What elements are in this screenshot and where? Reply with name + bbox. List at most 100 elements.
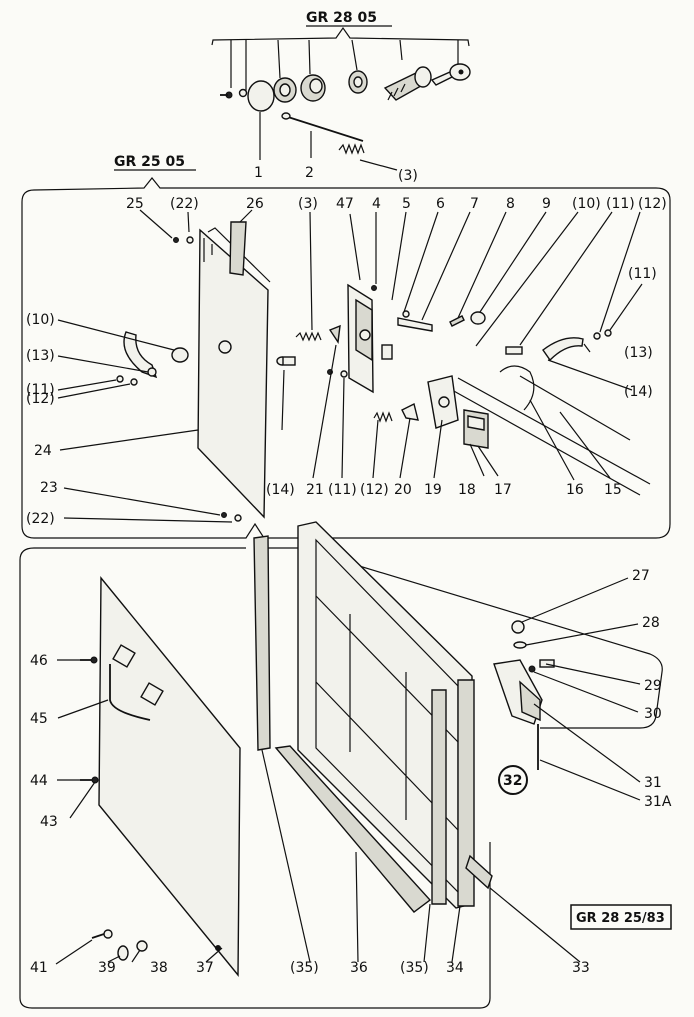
part-label-47: 47 [336,196,354,212]
ring-part [348,70,368,94]
screw-23 [221,512,227,518]
lock-cylinder [383,66,432,101]
washer-12-left [130,378,138,386]
middle-assembly-group: GR 25 05 [21,154,671,539]
part-label-43: 43 [40,814,58,830]
strike-plate-17 [463,409,489,449]
part-label-14b: (14) [266,482,295,498]
bolt-41 [91,929,113,939]
washer-39 [117,945,129,961]
nut-38 [136,940,148,952]
part-label-27: 27 [632,568,650,584]
part-label-25: 25 [126,196,144,212]
part-label-5: 5 [402,196,411,212]
part-label-23: 23 [40,480,58,496]
part-label-17: 17 [494,482,512,498]
bottom-seal-strip [274,745,432,913]
part-label-28: 28 [642,615,660,631]
knob-9 [470,311,486,325]
lever-handle-left [123,331,158,379]
small-spring [338,143,365,155]
part-label-33: 33 [572,960,590,976]
part-label-38: 38 [150,960,168,976]
part-label-16: 16 [566,482,584,498]
lever-handle-right [542,337,584,362]
key-icon [430,63,471,86]
part-label-37: 37 [196,960,214,976]
part-label-3: (3) [398,168,418,184]
inner-door-panel [197,227,271,519]
part-label-4: 4 [372,196,381,212]
vertical-seal-strip [253,535,271,751]
part-label-8: 8 [506,196,515,212]
part-label-11d: (11) [328,482,357,498]
mid-group-title: GR 25 05 [114,154,185,170]
top-assembly-group: GR 28 05 [211,10,471,184]
hinge-bracket-31 [493,659,543,725]
screw-4 [371,285,377,291]
part-label-35b: (35) [400,960,429,976]
pin-8 [449,315,465,327]
part-label-44: 44 [30,773,48,789]
part-label-41: 41 [30,960,48,976]
washer-28 [513,641,527,649]
drawing-number-stamp: GR 28 25/83 [570,904,672,930]
part-label-35a: (35) [290,960,319,976]
part-label-29: 29 [644,678,662,694]
part-label-11a: (11) [606,196,635,212]
part-label-12a: (12) [638,196,667,212]
part-label-31: 31 [644,775,662,791]
part-label-13b: (13) [624,345,653,361]
part-label-13a: (13) [26,348,55,364]
washer-22-lower [234,514,242,522]
part-label-30: 30 [644,706,662,722]
part-label-21: 21 [306,482,324,498]
washer-22-upper [186,236,194,244]
door-pull-handle [109,644,164,721]
bottom-assembly-group: 32 27 28 29 30 46 45 44 43 31 31A 41 39 … [19,521,672,1009]
bottom-group-frame [19,547,663,1009]
cap-27 [511,620,525,634]
part-label-18: 18 [458,482,476,498]
part-label-39: 39 [98,960,116,976]
leader-3 [359,159,398,171]
spring-3 [295,331,322,342]
circled-label-32: 32 [498,765,528,795]
hinge-strip-26 [229,221,247,276]
latch-19 [401,402,419,421]
cover-plate-18 [427,375,459,429]
part-label-3-mid: (3) [298,196,318,212]
part-label-12b: (12) [26,391,55,407]
part-label-10b: (10) [26,312,55,328]
part-label-12c: (12) [360,482,389,498]
part-label-20: 20 [394,482,412,498]
door-frame-cutaway [451,365,651,496]
part-label-32: 32 [503,773,522,789]
part-label-34: 34 [446,960,464,976]
part-label-19: 19 [424,482,442,498]
part-label-11b: (11) [628,266,657,282]
part-label-46: 46 [30,653,48,669]
rose-10-left [171,347,189,363]
top-washer [238,88,248,98]
screw-25 [173,237,179,243]
part-label-36: 36 [350,960,368,976]
spring-20 [373,411,393,423]
mid-group-frame [21,177,671,539]
part-label-14a: (14) [624,384,653,400]
bolt-14-right [505,346,523,355]
mid-leaders [57,209,643,523]
drawing-number-text: GR 28 25/83 [576,911,665,926]
part-label-24: 24 [34,443,52,459]
latch-bolt [397,310,433,332]
spindle-rod [281,112,364,142]
part-label-22a: (22) [170,196,199,212]
nut-30 [528,665,536,673]
part-label-1: 1 [254,165,263,181]
part-label-6: 6 [436,196,445,212]
part-label-31a: 31A [644,794,672,810]
part-label-15: 15 [604,482,622,498]
part-label-9: 9 [542,196,551,212]
screw-44 [80,776,99,784]
sleeve-part [300,74,326,102]
